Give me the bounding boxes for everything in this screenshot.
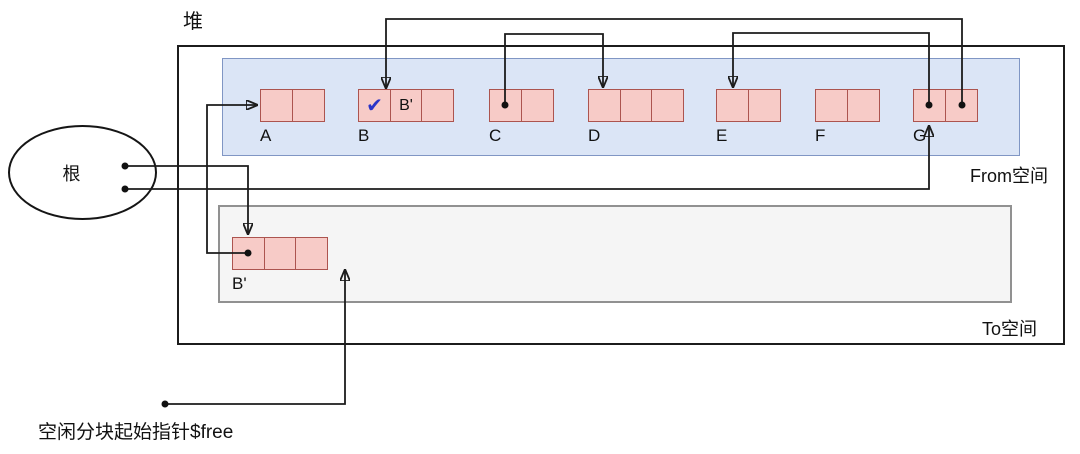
free-pointer-origin-dot (161, 400, 169, 408)
block-D: D (588, 89, 684, 145)
block-B-cell-3 (421, 89, 454, 122)
block-C-cell-1 (489, 89, 522, 122)
block-A-label: A (260, 126, 272, 145)
block-C: C (489, 89, 554, 145)
block-D-cell-1 (588, 89, 621, 122)
block-D-label: D (588, 126, 601, 145)
to-space-label: To空间 (982, 319, 1038, 339)
block-G-cell-1 (913, 89, 946, 122)
block-E-cell-2 (747, 89, 781, 122)
to-space-box (218, 205, 1012, 303)
block-G: G (913, 89, 978, 145)
block-E: E (716, 89, 781, 145)
block-B-copy-cell-2 (263, 237, 297, 270)
block-G-label: G (913, 126, 927, 145)
block-E-cell-1 (716, 89, 749, 122)
block-D-cell-3 (651, 89, 684, 122)
block-B-copy-cell-1 (232, 237, 265, 270)
block-A-cell-1 (260, 89, 293, 122)
block-E-label: E (716, 126, 728, 145)
block-G-cell-2 (944, 89, 978, 122)
block-B-copy: B' (232, 237, 328, 293)
block-B-label: B (358, 126, 370, 145)
block-A-cell-2 (291, 89, 325, 122)
block-F: F (815, 89, 880, 145)
free-pointer-label: 空闲分块起始指针$free (38, 422, 234, 443)
block-C-cell-2 (520, 89, 554, 122)
block-F-cell-2 (846, 89, 880, 122)
block-F-cell-1 (815, 89, 848, 122)
block-B-copy-cell-3 (295, 237, 328, 270)
block-C-label: C (489, 126, 502, 145)
block-B-cell-1-check-mark: ✔ (358, 89, 391, 122)
block-A: A (260, 89, 325, 145)
block-B: ✔ B' B (358, 89, 454, 145)
heap-label: 堆 (183, 11, 203, 33)
block-B-copy-label: B' (232, 274, 247, 293)
from-space-label: From空间 (970, 166, 1048, 186)
root-ellipse: 根 (8, 125, 157, 220)
block-B-cell-2-forwarding-label: B' (389, 89, 423, 122)
block-D-cell-2 (619, 89, 653, 122)
block-F-label: F (815, 126, 826, 145)
root-label: 根 (62, 163, 81, 184)
